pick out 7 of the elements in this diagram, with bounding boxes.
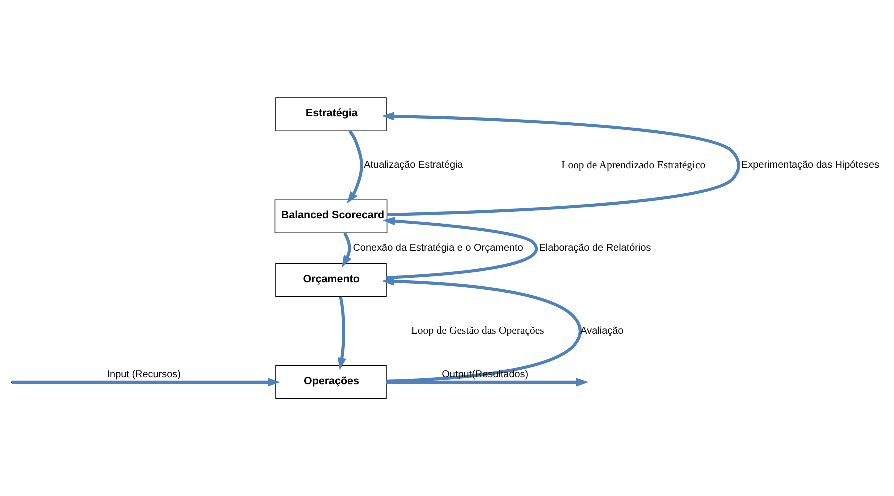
edge-label: Conexão da Estratégia e o Orçamento — [353, 242, 524, 254]
edge-label: Atualização Estratégia — [364, 160, 464, 171]
edge-label: Elaboração de Relatórios — [539, 242, 652, 254]
label: Loop de Aprendizado Estratégico — [562, 158, 706, 171]
edge-label: Experimentação das Hipóteses — [742, 160, 880, 171]
label: Loop de Gestão das Operações — [411, 324, 544, 337]
edge-label: Input (Recursos) — [107, 368, 181, 380]
